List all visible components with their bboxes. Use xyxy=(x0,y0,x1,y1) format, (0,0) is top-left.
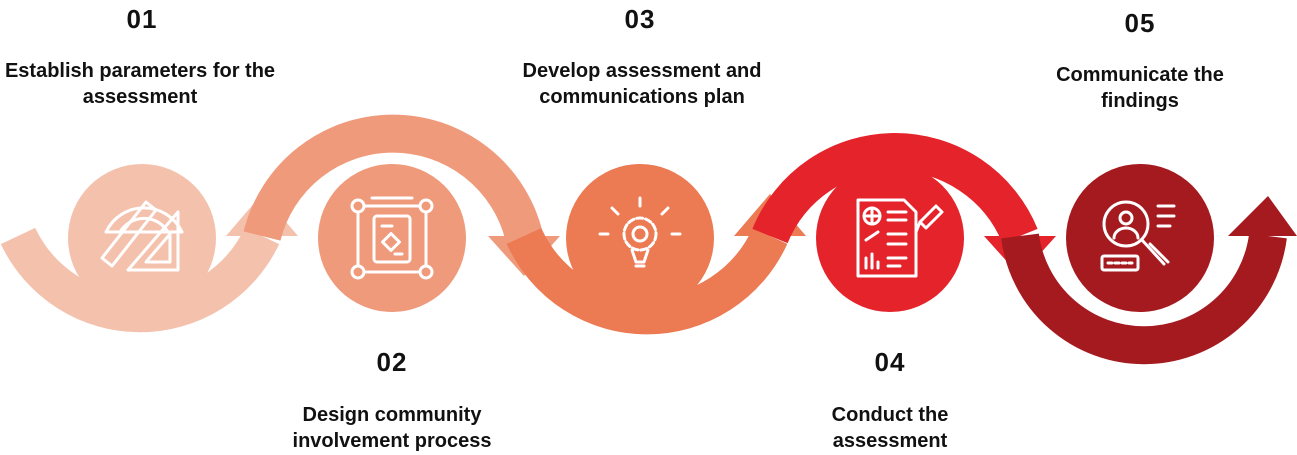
step-circle-5 xyxy=(1066,164,1214,312)
step-circle-2 xyxy=(318,164,466,312)
step-number-4: 04 xyxy=(874,347,906,377)
arc-step-1 xyxy=(0,227,280,333)
report-document-icon xyxy=(856,198,944,278)
arrowhead-step-5 xyxy=(1228,196,1297,236)
step-number-1: 01 xyxy=(126,4,158,34)
step-title-2: Design community involvement process xyxy=(292,404,492,452)
step-number-5: 05 xyxy=(1124,8,1156,38)
arc-step-2 xyxy=(243,114,543,241)
step-title-1: Establish parameters for the assessment xyxy=(4,60,276,108)
step-number-2: 02 xyxy=(376,347,408,377)
step-title-4: Conduct the assessment xyxy=(831,404,949,452)
network-diagram-icon xyxy=(350,196,434,280)
lightbulb-gear-icon xyxy=(598,196,682,268)
arc-step-3 xyxy=(506,227,788,335)
search-person-icon xyxy=(1100,200,1176,272)
arc-step-5 xyxy=(1001,233,1287,365)
ruler-protractor-icon xyxy=(100,200,184,272)
step-title-3: Develop assessment and communications pl… xyxy=(522,60,762,108)
step-circle-4 xyxy=(816,164,964,312)
step-title-5: Communicate the findings xyxy=(1056,64,1224,112)
step-circle-3 xyxy=(566,164,714,312)
step-circle-1 xyxy=(68,164,216,312)
arc-step-4 xyxy=(752,133,1038,244)
step-number-3: 03 xyxy=(624,4,656,34)
